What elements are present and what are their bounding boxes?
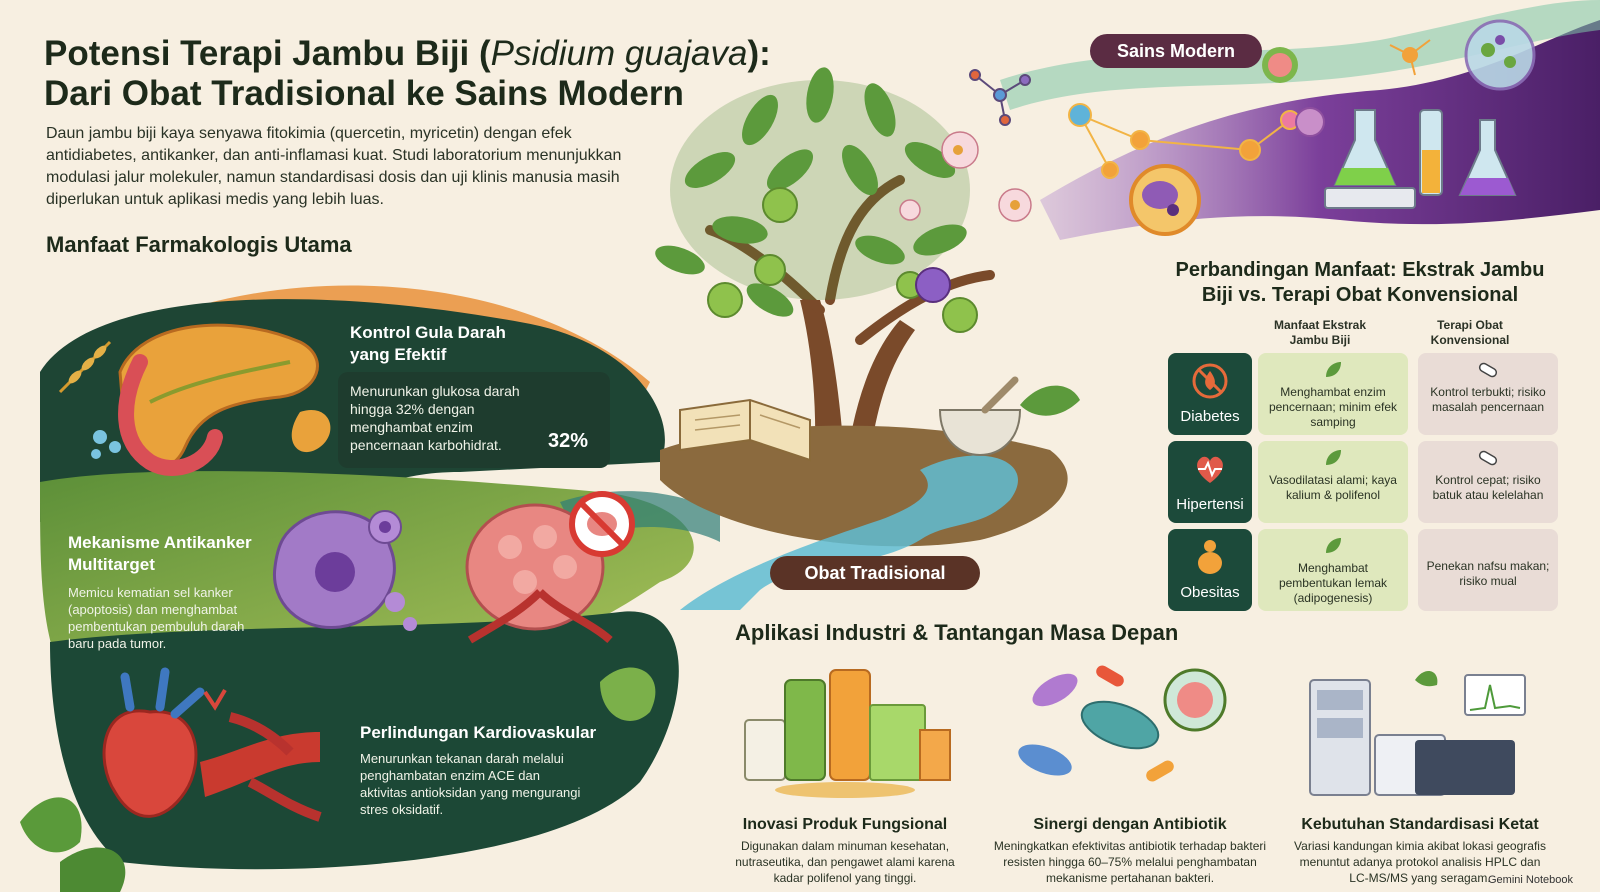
column-header-guava: Manfaat Ekstrak Jambu Biji bbox=[1273, 318, 1367, 347]
network-molecule-icon bbox=[1068, 103, 1300, 179]
atom-icon bbox=[1389, 39, 1431, 76]
guava-cell: Vasodilatasi alami; kaya kalium & polife… bbox=[1258, 441, 1408, 523]
benefit-cardio-title: Perlindungan Kardiovaskular bbox=[360, 723, 597, 742]
leaf-icon bbox=[1326, 450, 1341, 465]
guava-flower-icon bbox=[899, 131, 1032, 222]
lab-glassware-icon bbox=[1324, 109, 1517, 209]
condition-cell-hipertensi: Hipertensi bbox=[1168, 441, 1252, 523]
guava-tree-illustration bbox=[655, 67, 1032, 510]
benefit-anticancer-body: Memicu kematian sel kanker (apoptosis) d… bbox=[68, 585, 245, 651]
benefits-heading: Manfaat Farmakologis Utama bbox=[46, 232, 352, 257]
functional-products-icon bbox=[744, 669, 951, 798]
leaf-icon bbox=[1326, 538, 1341, 553]
industry-item-title: Sinergi dengan Antibiotik bbox=[1033, 816, 1227, 833]
river-illustration bbox=[680, 455, 1018, 610]
artery-illustration bbox=[200, 712, 322, 822]
guava-benefit-text: Vasodilatasi alami; kaya kalium & polife… bbox=[1269, 473, 1397, 502]
pancreas-illustration bbox=[91, 323, 331, 476]
industry-item-body: Variasi kandungan kimia akibat lokasi ge… bbox=[1294, 839, 1546, 885]
conventional-cell: Kontrol terbukti; risiko masalah pencern… bbox=[1418, 353, 1558, 435]
conventional-therapy-text: Kontrol cepat; risiko batuk atau kelelah… bbox=[1432, 473, 1544, 502]
benefit-glucose-box bbox=[338, 372, 610, 468]
industry-item-body: Digunakan dalam minuman kesehatan, nutra… bbox=[735, 839, 955, 885]
benefit-glucose-title: Kontrol Gula Darah yang Efektif bbox=[350, 323, 506, 364]
guava-cell: Menghambat pembentukan lemak (adipogenes… bbox=[1258, 529, 1408, 611]
conventional-cell: Penekan nafsu makan; risiko mual bbox=[1418, 529, 1558, 611]
industry-item-body: Meningkatkan efektivitas antibiotik terh… bbox=[993, 839, 1267, 885]
body-icon bbox=[1198, 540, 1222, 574]
benefit-cardio-body: Menurunkan tekanan darah melalui pengham… bbox=[360, 751, 581, 817]
cell-sphere-icon bbox=[1464, 19, 1536, 91]
guava-cell: Menghambat enzim pencernaan; minim efek … bbox=[1258, 353, 1408, 435]
condition-label: Obesitas bbox=[1180, 584, 1240, 601]
cancer-cell-illustration bbox=[272, 510, 417, 631]
conventional-therapy-text: Kontrol terbukti; risiko masalah pencern… bbox=[1430, 385, 1546, 414]
guava-benefit-text: Menghambat pembentukan lemak (adipogenes… bbox=[1278, 561, 1388, 605]
page-title: Potensi Terapi Jambu Biji (Psidium guaja… bbox=[44, 34, 844, 114]
guava-slice-icon bbox=[1262, 47, 1298, 83]
obat-tradisional-label: Obat Tradisional bbox=[770, 556, 980, 590]
heart-pulse-icon bbox=[1197, 456, 1223, 483]
no-tumor-icon bbox=[569, 491, 635, 557]
industry-item-title: Inovasi Produk Fungsional bbox=[742, 816, 948, 833]
title-suffix: ): bbox=[747, 34, 771, 73]
guava-benefit-text: Menghambat enzim pencernaan; minim efek … bbox=[1268, 385, 1398, 429]
pill-icon bbox=[1478, 362, 1498, 378]
hplc-machine-icon bbox=[1309, 670, 1526, 796]
condition-cell-obesitas: Obesitas bbox=[1168, 529, 1252, 611]
virus-icon bbox=[1295, 107, 1325, 137]
tree-science-illustration bbox=[655, 0, 1600, 610]
intro-paragraph: Daun jambu biji kaya senyawa fitokimia (… bbox=[46, 125, 622, 208]
title-species: Psidium guajava bbox=[490, 34, 748, 73]
tumor-illustration bbox=[465, 503, 613, 644]
benefit-anticancer-title: Mekanisme Antikanker Multitarget bbox=[68, 533, 252, 574]
no-sugar-icon bbox=[1192, 363, 1228, 399]
condition-label: Hipertensi bbox=[1176, 496, 1244, 513]
conventional-cell: Kontrol cepat; risiko batuk atau kelelah… bbox=[1418, 441, 1558, 523]
condition-cell-diabetes: Diabetes bbox=[1168, 353, 1252, 435]
industry-illustrations bbox=[744, 665, 1526, 798]
industry-heading: Aplikasi Industri & Tantangan Masa Depan bbox=[735, 620, 1179, 645]
bacteria-antibiotic-icon bbox=[1018, 665, 1227, 782]
industry-item-title: Kebutuhan Standardisasi Ketat bbox=[1301, 816, 1539, 833]
old-book-icon bbox=[679, 398, 811, 462]
title-prefix: Potensi Terapi Jambu Biji ( bbox=[44, 34, 491, 73]
column-header-conventional: Terapi Obat Konvensional bbox=[1430, 318, 1510, 347]
microscope-cell-icon bbox=[1129, 164, 1201, 236]
conventional-therapy-text: Penekan nafsu makan; risiko mual bbox=[1426, 559, 1550, 588]
heart-illustration bbox=[102, 667, 227, 818]
pill-icon bbox=[1478, 450, 1498, 466]
gauge-value: 32% bbox=[548, 430, 589, 452]
wheat-decoration bbox=[58, 340, 112, 394]
condition-label: Diabetes bbox=[1180, 408, 1240, 425]
benefit-glucose-body: Menurunkan glukosa darah hingga 32% deng… bbox=[350, 383, 520, 453]
leaf-icon bbox=[1326, 362, 1341, 377]
leaf-decoration bbox=[20, 667, 656, 892]
molecule-icon bbox=[969, 69, 1031, 126]
watermark: Gemini Notebook bbox=[1488, 874, 1573, 886]
sains-modern-label: Sains Modern bbox=[1090, 34, 1262, 68]
comparison-title: Perbandingan Manfaat: Ekstrak Jambu Biji… bbox=[1175, 259, 1545, 306]
mortar-pestle-icon bbox=[938, 376, 1080, 457]
title-line2: Dari Obat Tradisional ke Sains Modern bbox=[44, 74, 684, 113]
